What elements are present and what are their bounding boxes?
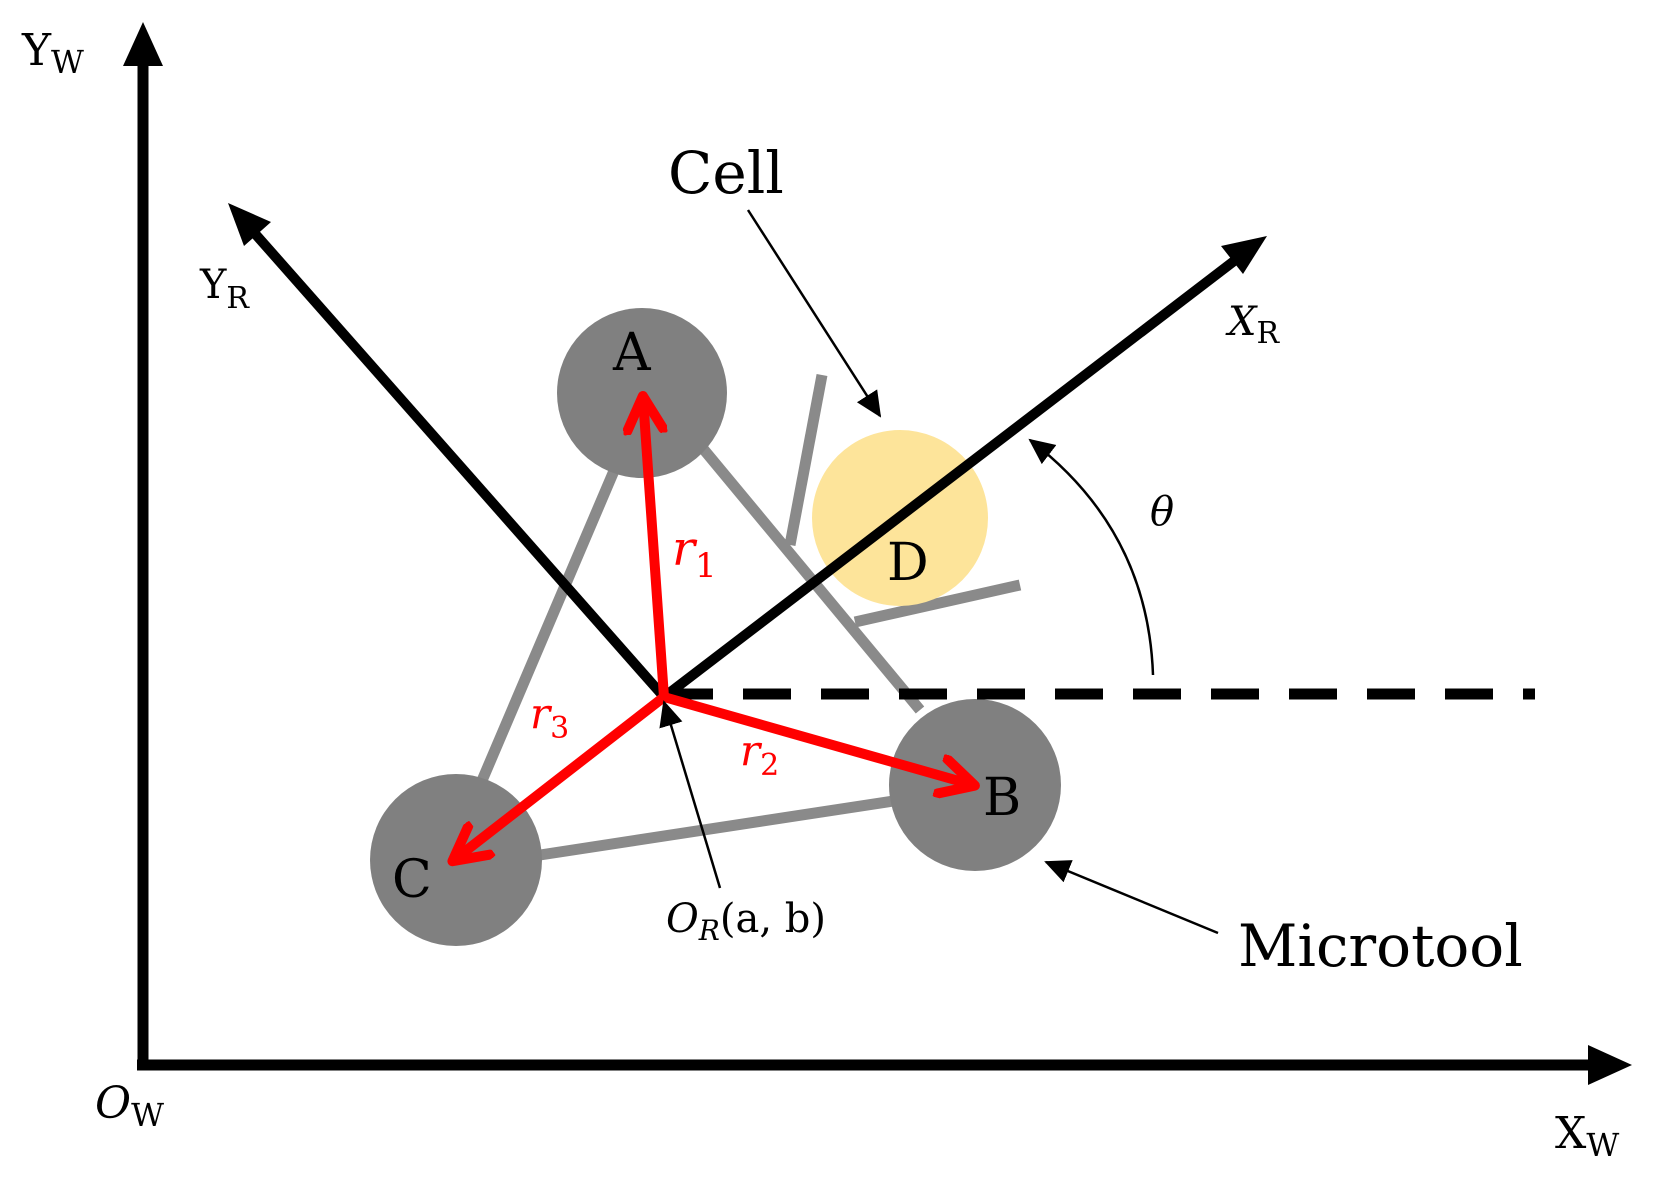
world-x-axis-arrowhead (1588, 1045, 1632, 1085)
node-b-label: B (983, 768, 1021, 828)
node-d-label: D (887, 533, 929, 593)
link-a-b (695, 441, 925, 714)
angle-label: θ (1150, 489, 1174, 535)
robot-y-axis-label: YR (199, 262, 250, 316)
robot-x-axis-label: XR (1225, 299, 1280, 351)
gripper-lower (853, 579, 1022, 628)
world-y-axis-label: YW (21, 25, 84, 81)
annotation-arrows (659, 209, 1219, 935)
robot-x-axis-line (660, 254, 1242, 701)
node-c-label: C (392, 850, 432, 910)
vector-r3-label: r3 (530, 689, 569, 746)
vector-r1-label: r1 (672, 521, 717, 586)
robot-y-axis-arrowhead (228, 203, 271, 246)
robot-x-axis-arrowhead (1221, 236, 1267, 274)
microtool-pointer-arrow (1044, 860, 1219, 935)
link-a-c (472, 442, 631, 793)
vector-r3 (454, 692, 669, 860)
vector-r2 (659, 692, 973, 785)
origin-pointer-arrow (659, 700, 722, 889)
robot-origin-label: OR(a, b) (666, 896, 826, 947)
gripper-upper (784, 373, 828, 547)
angle-arc-arrow (1028, 438, 1155, 676)
world-origin-label: OW (95, 1078, 164, 1134)
world-y-axis-arrowhead (123, 22, 163, 66)
microtool-label: Microtool (1238, 912, 1523, 980)
cell-pointer-arrow (746, 209, 882, 418)
robot-axes (228, 203, 1267, 701)
node-a-label: A (612, 323, 652, 383)
microtool-frame (472, 373, 1022, 861)
vector-r1 (643, 398, 669, 702)
link-c-b (539, 794, 901, 861)
robot-y-axis-line (246, 224, 668, 701)
world-axes (123, 22, 1632, 1085)
cell-label: Cell (668, 139, 784, 207)
world-x-axis-label: XW (1555, 1108, 1619, 1164)
position-vectors (454, 398, 973, 860)
vector-r2-label: r2 (740, 726, 779, 783)
